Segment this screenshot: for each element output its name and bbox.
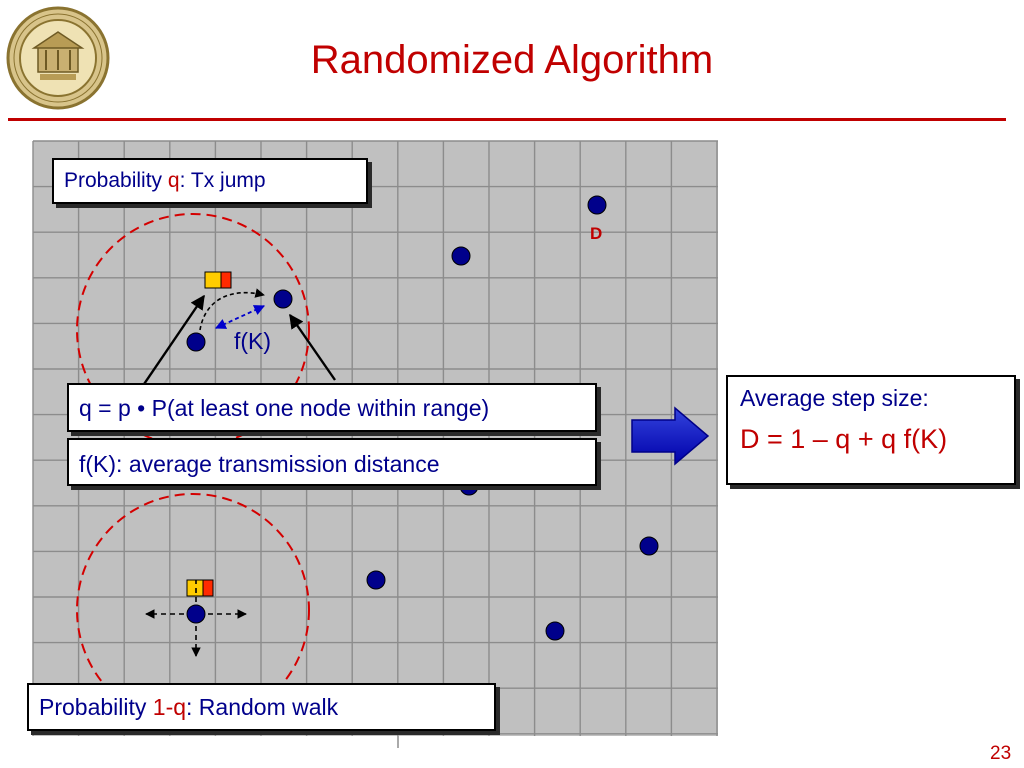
fk-definition-text: f(K): average transmission distance <box>79 451 440 477</box>
q-definition-box: q = p • P(at least one node within range… <box>67 383 597 432</box>
tx-jump-probability-box: Probability q: Tx jump <box>52 158 368 204</box>
node <box>366 570 386 590</box>
random-walk-arrows <box>145 580 247 657</box>
tx-prefix: Probability <box>64 169 168 192</box>
node <box>451 246 471 266</box>
distance-arrow <box>215 305 265 329</box>
average-step-size-label: Average step size: <box>740 385 929 411</box>
bottom-packet-icon <box>186 579 214 597</box>
node-walker <box>186 604 206 624</box>
slide-title: Randomized Algorithm <box>310 38 714 82</box>
rw-prefix: Probability <box>39 694 153 720</box>
node-destination <box>587 195 607 215</box>
rw-suffix: : Random walk <box>186 694 339 720</box>
random-walk-probability-box: Probability 1-q: Random walk <box>27 683 496 731</box>
average-step-size-formula: D = 1 – q + q f(K) <box>740 424 948 454</box>
tx-suffix: : Tx jump <box>179 169 266 192</box>
average-step-size-box: Average step size: D = 1 – q + q f(K) <box>726 375 1016 485</box>
distance-label: f(K) <box>234 328 272 354</box>
jump-arrow <box>199 288 265 331</box>
pointer-arrow-left <box>139 294 205 391</box>
rw-highlight: 1-q <box>152 694 187 720</box>
node <box>639 536 659 556</box>
fk-definition-box: f(K): average transmission distance <box>67 438 597 486</box>
implies-arrow <box>631 406 710 466</box>
node-jump-target <box>273 289 293 309</box>
slide-number: 23 <box>990 743 1012 764</box>
university-seal-logo <box>6 6 110 110</box>
node-sender <box>186 332 206 352</box>
pointer-arrow-right <box>289 313 336 381</box>
destination-label: D <box>590 224 603 243</box>
q-definition-text: q = p • P(at least one node within range… <box>79 395 490 421</box>
top-packet-icon <box>204 271 232 289</box>
node <box>545 621 565 641</box>
tx-highlight: q <box>167 169 180 192</box>
title-divider <box>8 118 1006 121</box>
